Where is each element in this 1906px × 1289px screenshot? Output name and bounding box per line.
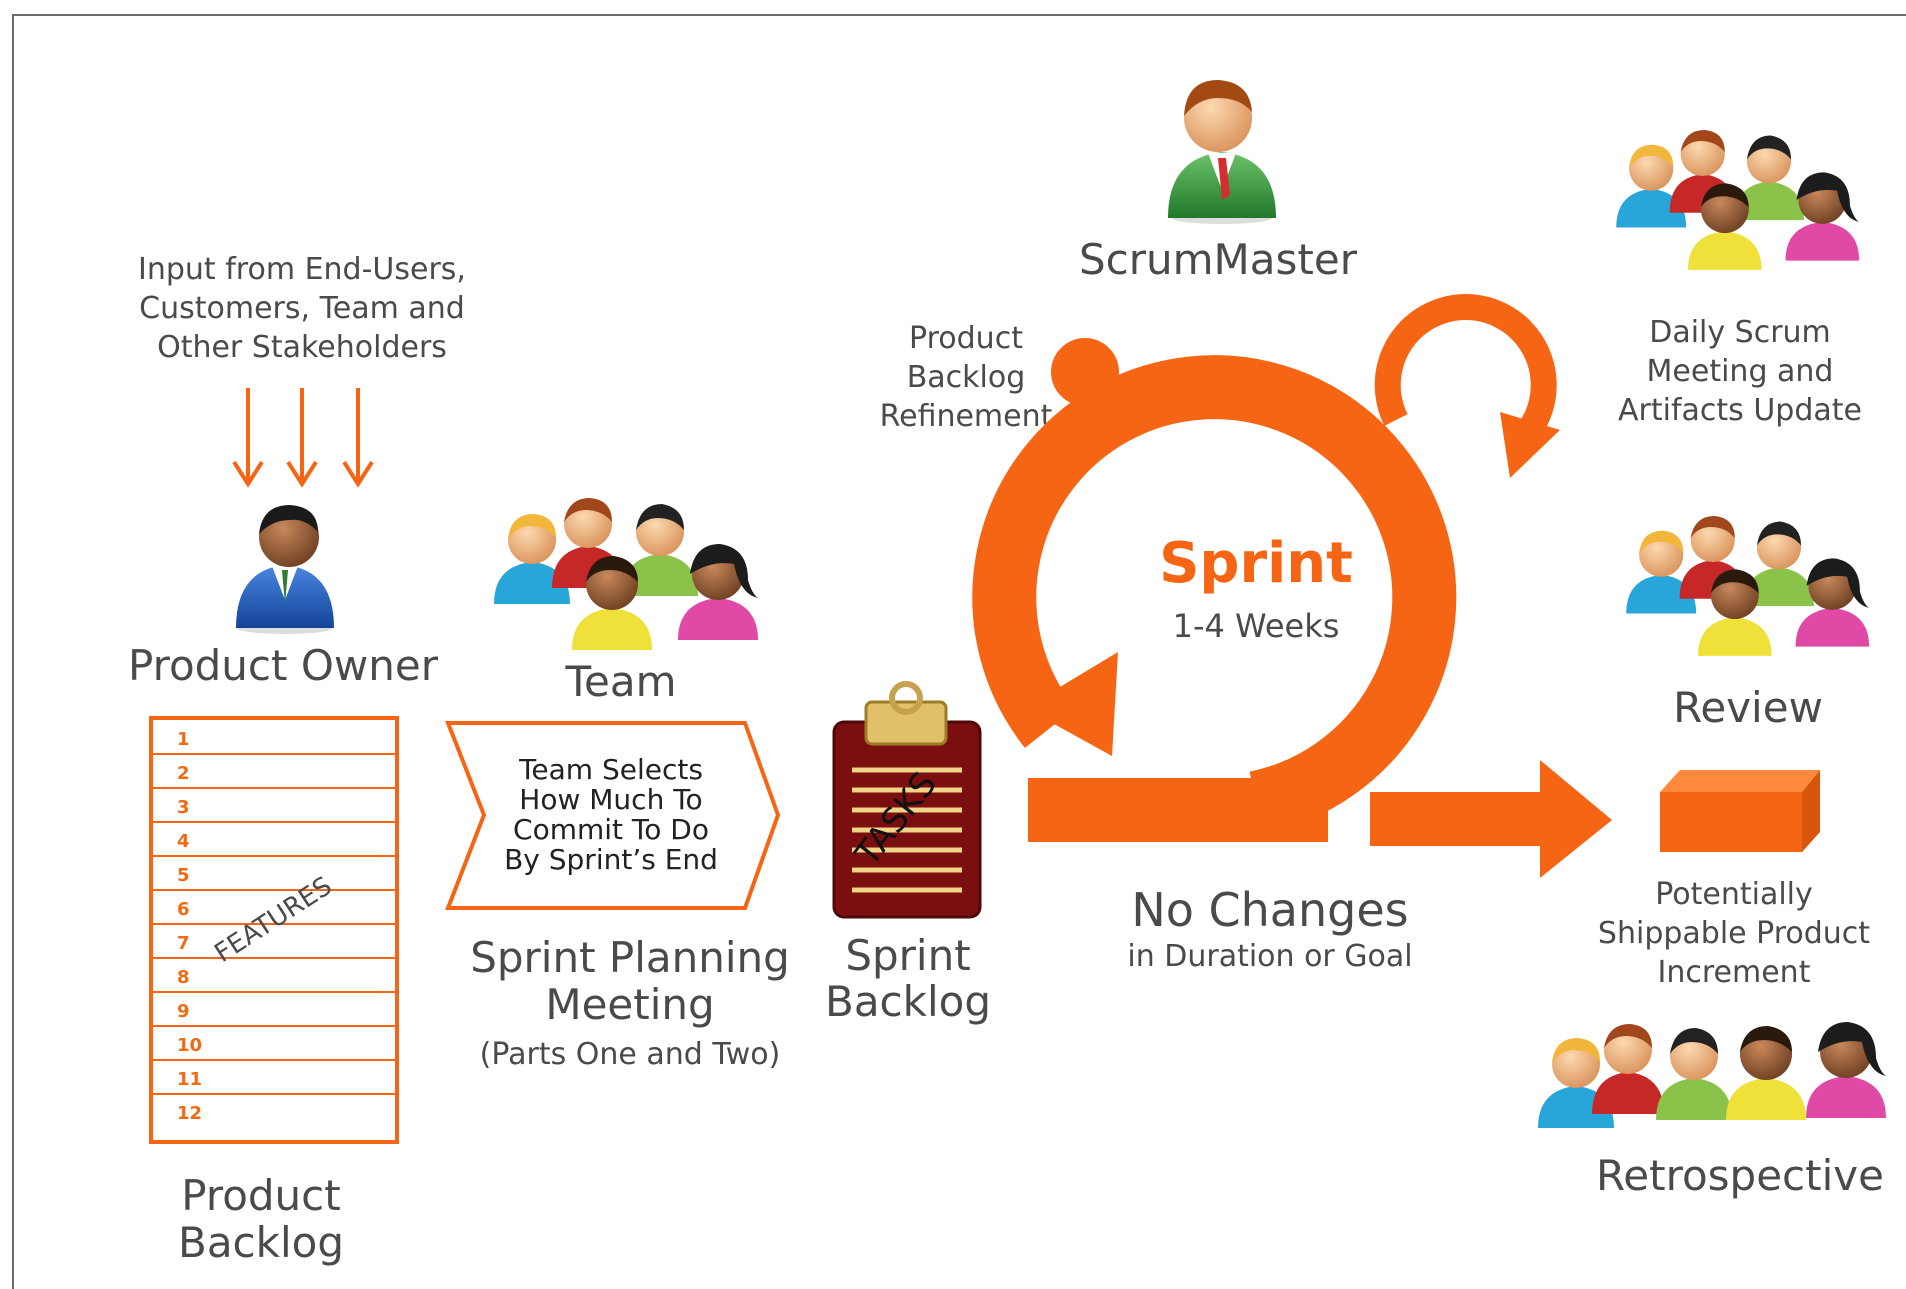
- daily-scrum-line-1: Daily Scrum: [1649, 315, 1831, 350]
- backlog-row-6: 6: [153, 899, 395, 925]
- retrospective-team-icon: [1538, 1022, 1886, 1128]
- input-arrows: [232, 388, 374, 488]
- stakeholders-line-1: Input from End-Users,: [138, 252, 466, 287]
- box-icon: [1660, 770, 1820, 852]
- refinement-line-3: Refinement: [880, 399, 1053, 434]
- scrummaster-label: ScrumMaster: [1079, 235, 1358, 284]
- backlog-row-number: 5: [177, 865, 190, 886]
- planning-box-line-2: How Much To: [519, 783, 702, 816]
- diagram-frame: [12, 14, 1906, 1289]
- backlog-row-10: 10: [153, 1035, 395, 1061]
- backlog-row-number: 8: [177, 967, 190, 988]
- product-owner-label: Product Owner: [128, 641, 439, 690]
- backlog-row-number: 12: [177, 1103, 202, 1124]
- team-label: Team: [564, 657, 676, 706]
- backlog-row-9: 9: [153, 1001, 395, 1027]
- planning-title-2: Meeting: [545, 980, 714, 1029]
- no-changes-title: No Changes: [1131, 883, 1408, 937]
- refinement-line-1: Product: [909, 321, 1023, 356]
- backlog-row-3: 3: [153, 797, 395, 823]
- planning-box-line-3: Commit To Do: [513, 813, 709, 846]
- sprint-backlog-title-2: Backlog: [825, 977, 991, 1026]
- sprint-planning-chevron: [445, 721, 781, 910]
- daily-scrum-team-icon: [1616, 130, 1860, 270]
- daily-scrum-line-3: Artifacts Update: [1618, 393, 1862, 428]
- stakeholders-line-2: Customers, Team and: [139, 291, 465, 326]
- daily-scrum-line-2: Meeting and: [1647, 354, 1834, 389]
- planning-title-1: Sprint Planning: [470, 933, 790, 982]
- refinement-line-2: Backlog: [907, 360, 1026, 395]
- backlog-row-number: 6: [177, 899, 190, 920]
- increment-line-2: Shippable Product: [1598, 916, 1870, 951]
- sprint-backlog-title-1: Sprint: [845, 931, 970, 980]
- backlog-row-number: 4: [177, 831, 190, 852]
- planning-box-line-1: Team Selects: [518, 753, 703, 786]
- no-changes-subtitle: in Duration or Goal: [1127, 939, 1412, 974]
- review-label: Review: [1673, 683, 1823, 732]
- backlog-row-11: 11: [153, 1069, 395, 1095]
- clipboard-icon: [832, 681, 982, 919]
- backlog-row-8: 8: [153, 967, 395, 993]
- backlog-row-12: 12: [177, 1103, 202, 1124]
- person-blue-suit-icon: [236, 505, 334, 634]
- backlog-row-7: 7: [153, 933, 395, 959]
- sprint-subtitle: 1-4 Weeks: [1173, 607, 1340, 645]
- sprint-cycle-arrow: [972, 294, 1612, 878]
- planning-subtitle: (Parts One and Two): [480, 1037, 781, 1072]
- backlog-row-number: 3: [177, 797, 190, 818]
- product-backlog-title-2: Backlog: [178, 1218, 344, 1267]
- increment-line-3: Increment: [1658, 955, 1811, 990]
- increment-line-1: Potentially: [1655, 877, 1813, 912]
- backlog-row-number: 1: [177, 729, 190, 750]
- backlog-row-number: 2: [177, 763, 190, 784]
- person-green-suit-icon: [1168, 80, 1276, 224]
- team-group-icon: [494, 498, 758, 650]
- planning-box-line-4: By Sprint’s End: [504, 843, 718, 876]
- retrospective-label: Retrospective: [1596, 1151, 1884, 1200]
- stakeholders-line-3: Other Stakeholders: [157, 330, 447, 365]
- backlog-row-1: 1: [153, 729, 395, 755]
- backlog-row-number: 7: [177, 933, 190, 954]
- backlog-row-2: 2: [153, 763, 395, 789]
- backlog-row-4: 4: [153, 831, 395, 857]
- sprint-title: Sprint: [1159, 531, 1353, 596]
- review-team-icon: [1626, 516, 1870, 656]
- product-backlog-title-1: Product: [181, 1171, 340, 1220]
- backlog-row-number: 11: [177, 1069, 202, 1090]
- backlog-row-number: 10: [177, 1035, 202, 1056]
- backlog-row-number: 9: [177, 1001, 190, 1022]
- backlog-row-5: 5: [153, 865, 395, 891]
